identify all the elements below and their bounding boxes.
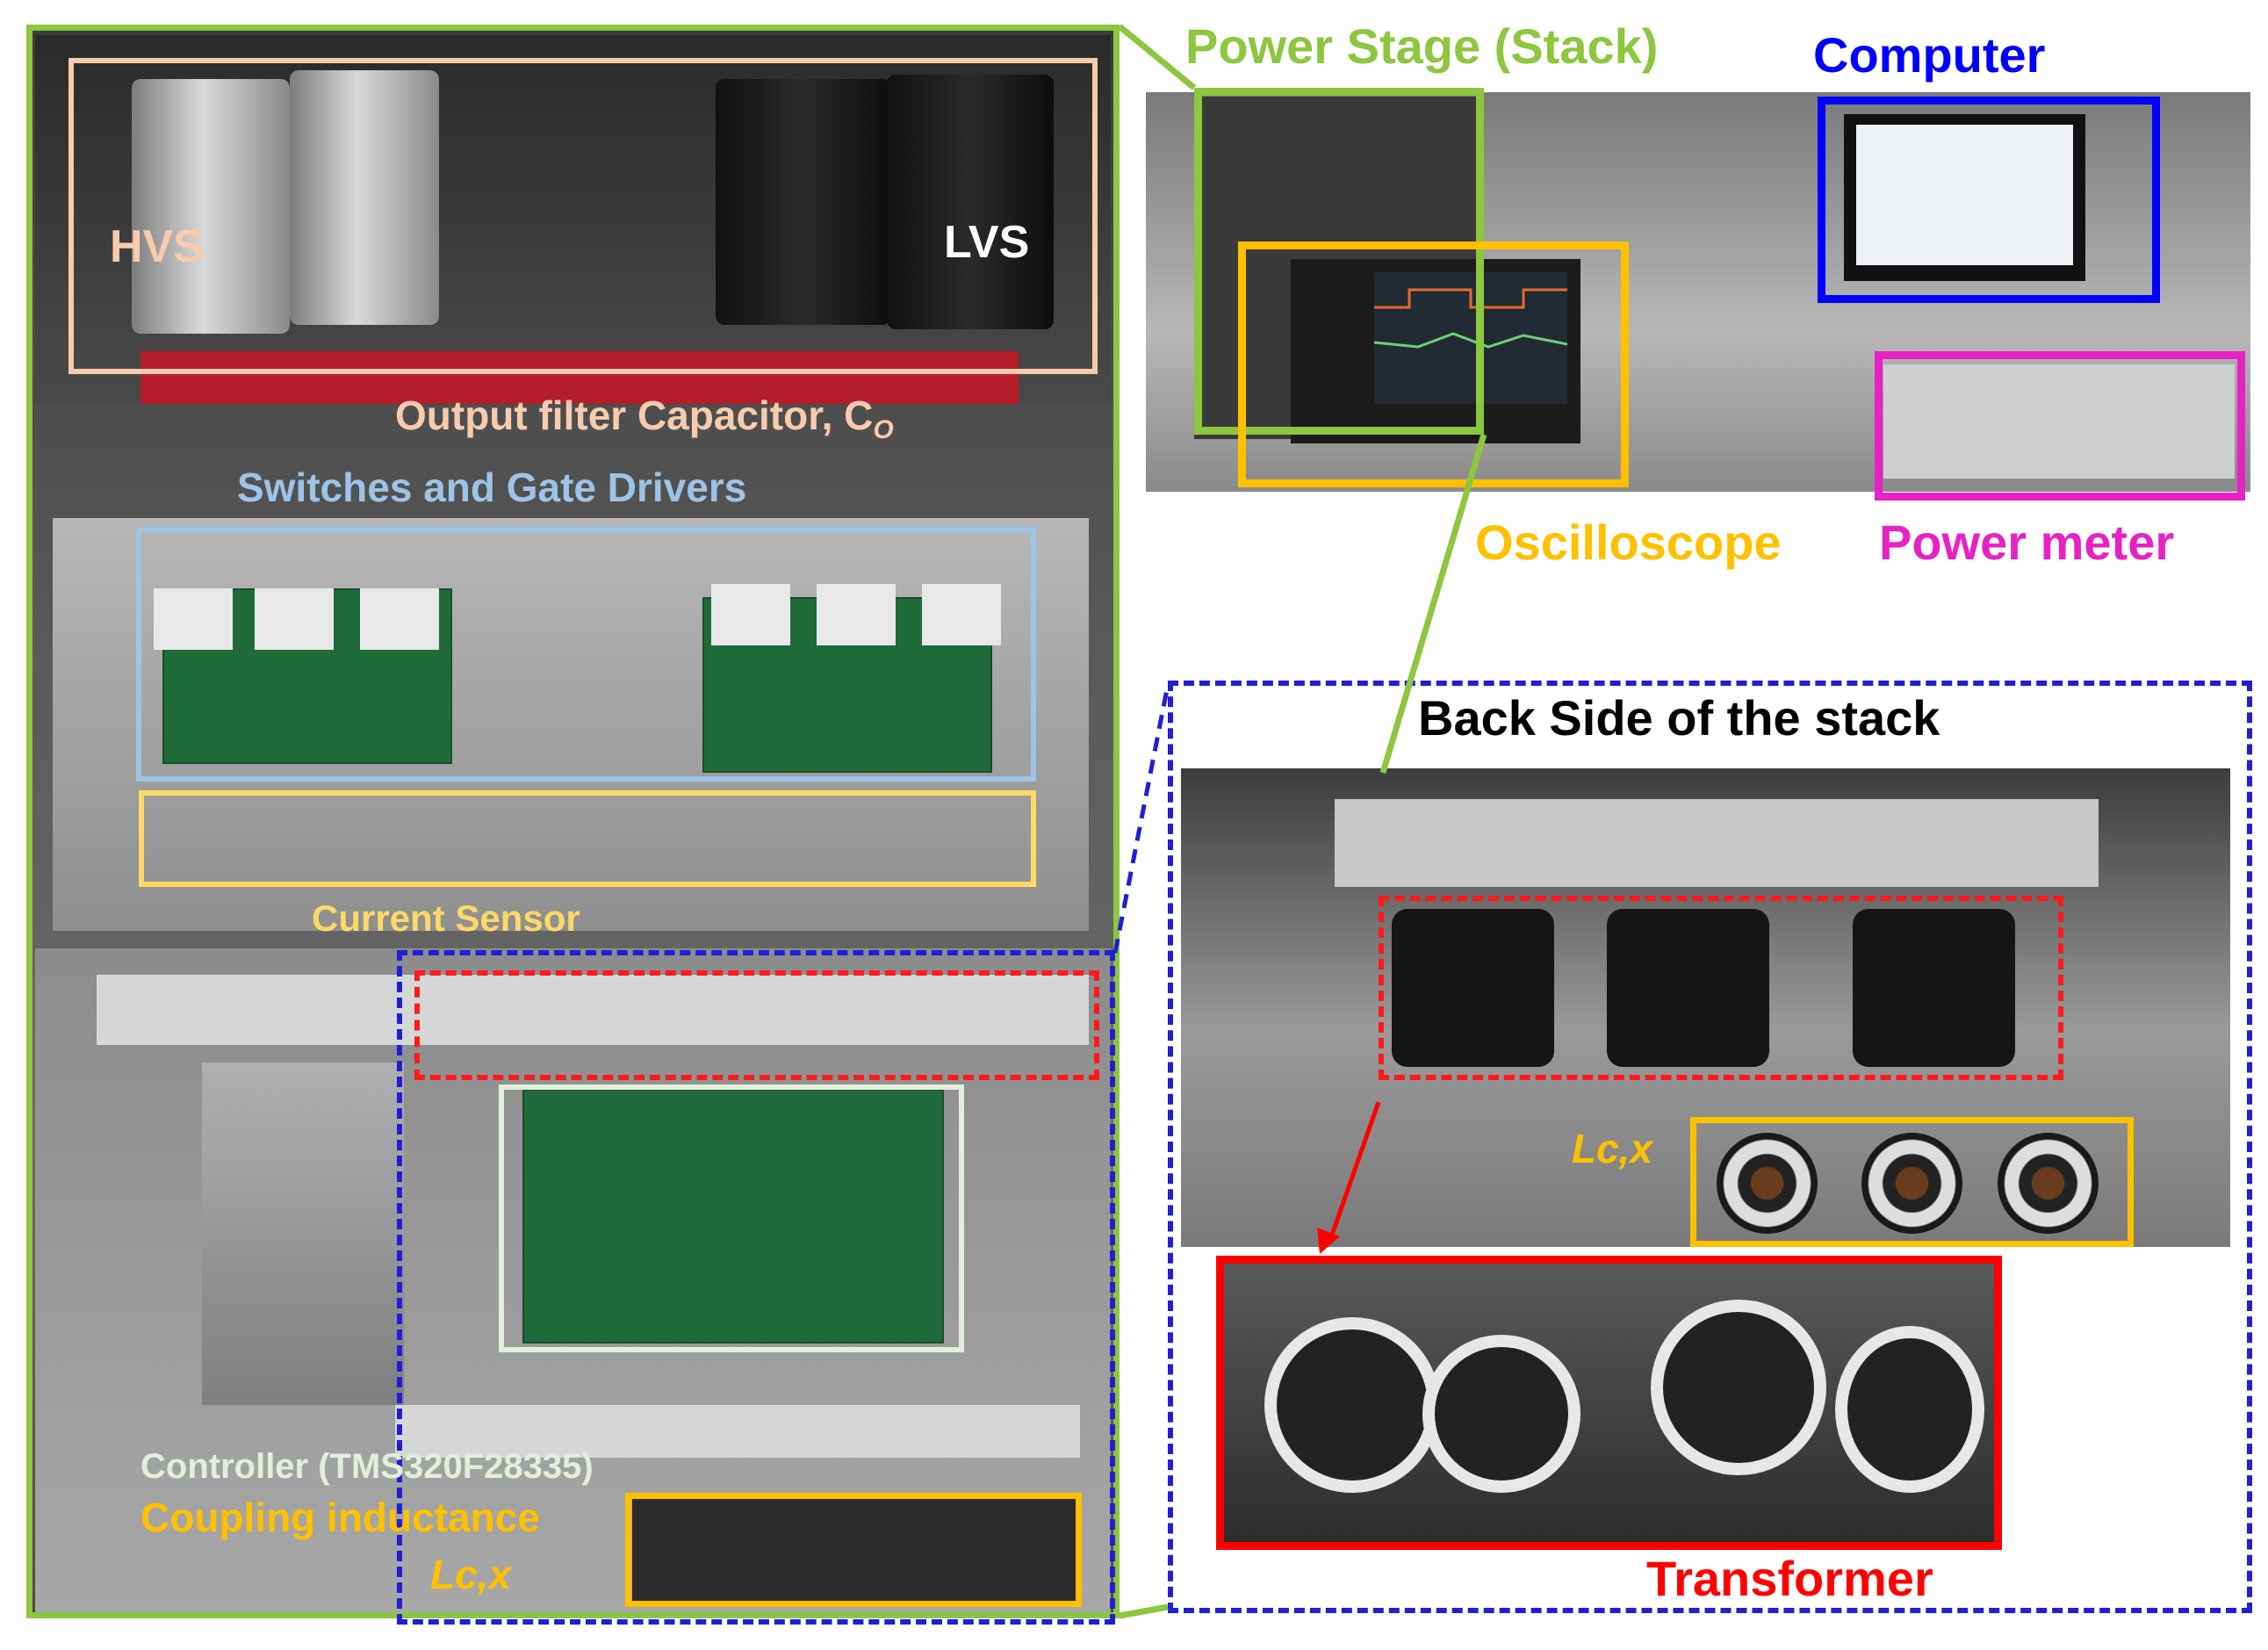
stack-to-setup-bottom-line <box>1119 1603 1169 1619</box>
lvs-capacitor-1 <box>716 79 891 325</box>
lcx-right-label: Lc,x <box>1572 1126 1653 1171</box>
output-filter-text: Output filter Capacitor, C <box>395 393 874 438</box>
switch-module-4 <box>711 584 790 645</box>
transformer-dashed-box <box>1379 896 2063 1080</box>
red-busbar <box>140 351 1019 404</box>
lcx-left-label: Lc,x <box>430 1552 512 1597</box>
switches-gate-drivers-label: Switches and Gate Drivers <box>237 465 747 510</box>
cable-duct <box>97 975 1089 1045</box>
transformer-pointer-arrowhead <box>1317 1228 1340 1254</box>
oscilloscope-box <box>1238 241 1629 487</box>
oscilloscope-screen <box>1373 272 1568 404</box>
lvs-capacitor-2 <box>887 75 1054 329</box>
output-filter-subscript: O <box>873 415 894 445</box>
computer-box <box>1818 97 2160 303</box>
switch-module-1 <box>154 588 233 650</box>
laptop-screen <box>1856 125 2073 265</box>
switch-module-3 <box>360 588 439 650</box>
stack-to-setup-top-line <box>1117 24 1197 90</box>
transformer-core-1 <box>1392 909 1554 1067</box>
coupling-inductor-block <box>632 1493 1080 1607</box>
switch-module-5 <box>817 584 896 645</box>
hvs-label: HVS <box>110 221 204 272</box>
controller-label: Controller (TMS320F28335) <box>140 1447 594 1486</box>
transformer-pointer-arrow <box>1328 1101 1381 1241</box>
lvs-label: LVS <box>944 217 1030 268</box>
back-shelf <box>1335 799 2099 887</box>
back-side-label: Back Side of the stack <box>1418 690 1940 746</box>
hvs-capacitor-1 <box>132 79 290 334</box>
transformer-label: Transformer <box>1646 1551 1933 1606</box>
stack-to-back-line <box>1379 433 1487 775</box>
transformer-winding-3 <box>1651 1300 1826 1475</box>
oscilloscope-waveform <box>1373 288 1568 349</box>
lcx-right-box <box>1690 1117 2134 1247</box>
back-side-dashed-box <box>1168 681 2252 1613</box>
hvs-capacitor-2 <box>290 70 439 325</box>
inductor-toroid-1 <box>1717 1133 1818 1234</box>
controller-box <box>499 1084 964 1352</box>
oscilloscope-label: Oscilloscope <box>1475 515 1782 570</box>
power-supply-unit <box>202 1063 404 1405</box>
switch-module-2 <box>255 588 334 650</box>
transformer-core-2 <box>1607 909 1769 1067</box>
lower-blue-dashed-box <box>397 950 1115 1625</box>
switch-module-6 <box>922 584 1001 645</box>
output-filter-capacitor-label: Output filter Capacitor, CO <box>395 395 894 443</box>
coupling-inductance-label: Coupling inductance <box>140 1495 540 1540</box>
current-sensor-label: Current Sensor <box>312 897 580 939</box>
transformer-closeup-box <box>1216 1256 2002 1550</box>
power-stage-label: Power Stage (Stack) <box>1185 18 1659 74</box>
laptop <box>1844 114 2085 281</box>
output-filter-capacitor-box <box>68 58 1098 374</box>
inductor-toroid-2 <box>1861 1133 1962 1234</box>
red-dashed-box-left <box>414 970 1099 1080</box>
power-meter-box <box>1875 351 2245 501</box>
transformer-core-3 <box>1853 909 2015 1067</box>
power-meter-body <box>1883 364 2235 479</box>
current-sensor-box <box>139 790 1036 887</box>
computer-label: Computer <box>1813 27 2046 83</box>
power-meter-label: Power meter <box>1879 515 2175 570</box>
inductor-toroid-3 <box>1998 1133 2099 1234</box>
bottom-duct <box>395 1405 1080 1458</box>
controller-board <box>522 1089 944 1344</box>
switches-gate-drivers-box <box>136 527 1036 782</box>
stack-outline-box <box>26 25 1120 1618</box>
coupling-inductance-box <box>625 1493 1082 1607</box>
blue-dashed-connector <box>1112 684 1170 954</box>
power-stage-box <box>1194 88 1484 435</box>
